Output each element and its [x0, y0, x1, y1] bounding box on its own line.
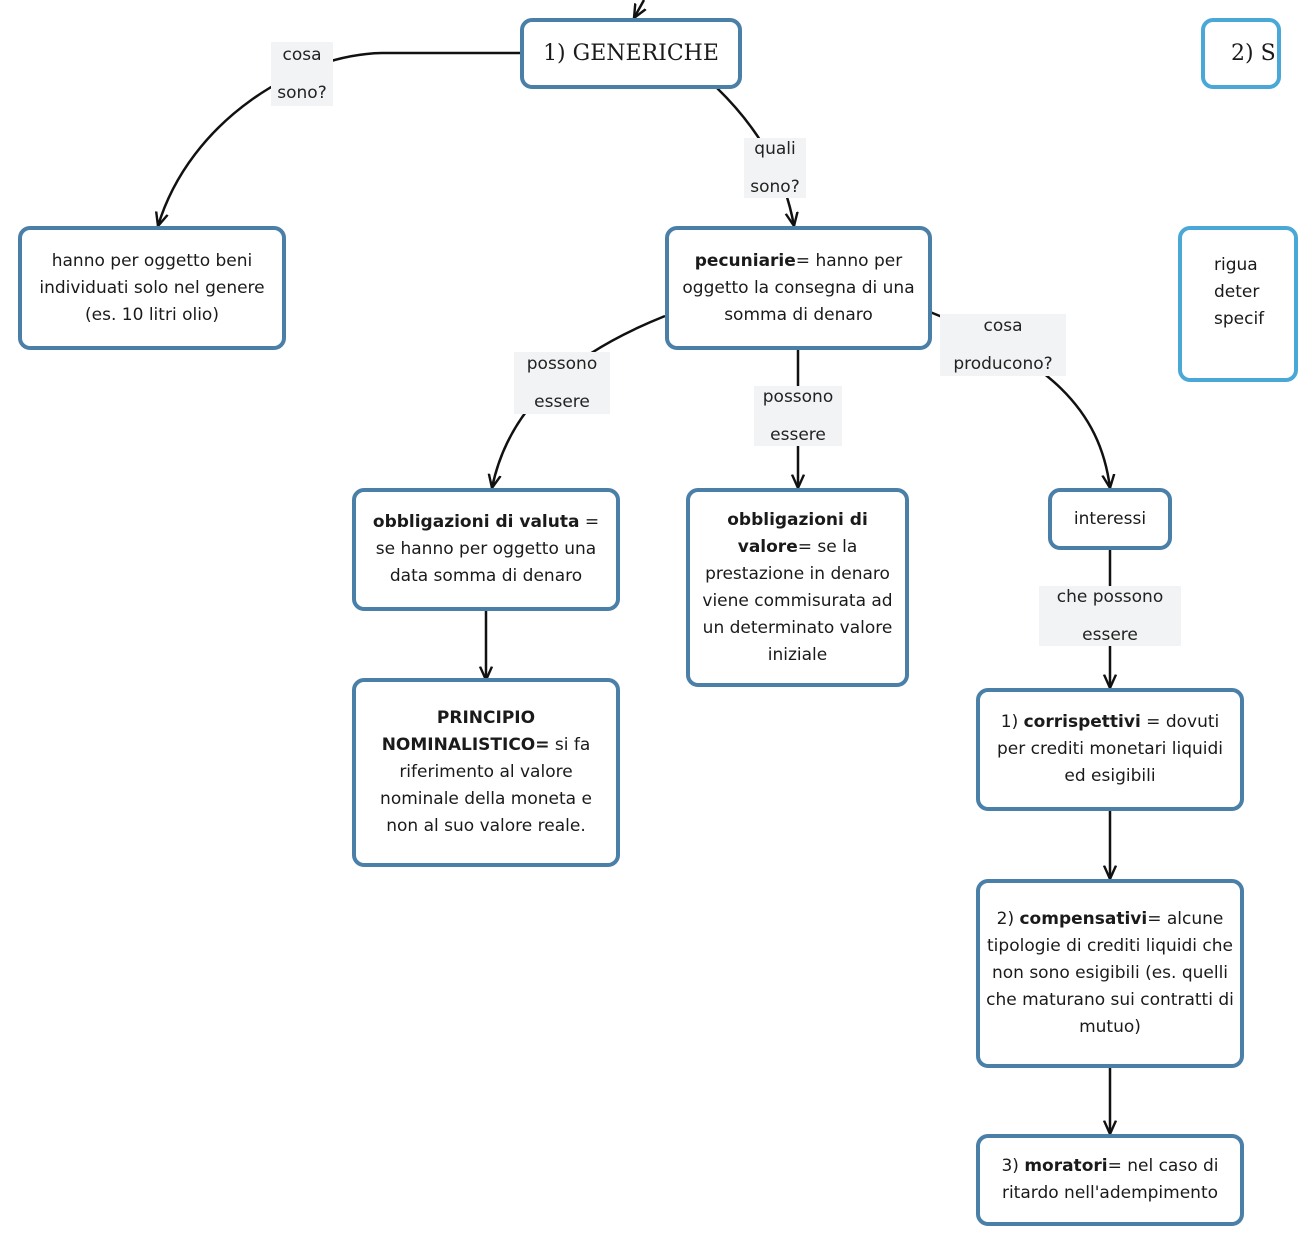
node-text: 2) S	[1231, 41, 1276, 66]
node-rest: = se la prestazione in denaro viene comm…	[702, 536, 893, 665]
node-text: 2) compensativi= alcune tipologie di cre…	[986, 906, 1234, 1041]
node-bold: obbligazioni di valore	[727, 509, 868, 557]
node-clipped-right[interactable]: rigua deter specif	[1178, 226, 1298, 382]
label-line: cosa	[983, 316, 1023, 336]
node-rest: = nel caso di ritardo nell'adempimento	[1001, 1156, 1219, 1203]
node-obbligazioni-valuta[interactable]: obbligazioni di valuta = se hanno per og…	[352, 488, 620, 611]
edge-incoming-generiche	[634, 0, 644, 18]
node-genere-description[interactable]: hanno per oggetto beni individuati solo …	[18, 226, 286, 350]
label-line: essere	[534, 392, 590, 412]
node-bold: pecuniarie	[694, 250, 796, 271]
node-text: obbligazioni di valore= se la prestazion…	[696, 507, 899, 669]
node-corrispettivi[interactable]: 1) corrispettivi = dovuti per crediti mo…	[976, 688, 1244, 811]
node-text: rigua deter specif	[1214, 252, 1264, 333]
node-bold: moratori	[1024, 1156, 1108, 1176]
node-principio-nominalistico[interactable]: PRINCIPIO NOMINALISTICO= si fa riferimen…	[352, 678, 620, 867]
node-text: pecuniarie= hanno per oggetto la consegn…	[675, 248, 922, 329]
node-obbligazioni-valore[interactable]: obbligazioni di valore= se la prestazion…	[686, 488, 909, 687]
label-cosa-sono: cosa sono?	[271, 42, 333, 106]
node-text: 1) GENERICHE	[543, 41, 719, 66]
label-line: producono?	[953, 354, 1053, 374]
node-text: PRINCIPIO NOMINALISTICO= si fa riferimen…	[362, 705, 610, 840]
node-bold: obbligazioni di valuta	[372, 512, 580, 532]
node-line: rigua	[1214, 255, 1258, 275]
node-text: interessi	[1073, 508, 1147, 529]
node-compensativi[interactable]: 2) compensativi= alcune tipologie di cre…	[976, 879, 1244, 1068]
node-line: specif	[1214, 309, 1265, 329]
label-line: possono	[526, 354, 598, 374]
node-line: deter	[1214, 282, 1260, 302]
label-line: quali	[754, 139, 796, 159]
label-cosa-producono: cosa producono?	[940, 314, 1066, 376]
label-line: essere	[1082, 625, 1138, 645]
label-line: essere	[770, 425, 826, 445]
node-rest: = alcune tipologie di crediti liquidi ch…	[986, 909, 1234, 1037]
node-rest: = dovuti per crediti monetari liquidi ed…	[996, 712, 1223, 786]
node-bold: compensativi	[1019, 909, 1148, 929]
node-bold: PRINCIPIO NOMINALISTICO=	[381, 708, 550, 755]
node-prefix: 3)	[1001, 1156, 1025, 1176]
node-specifiche[interactable]: 2) S	[1201, 18, 1281, 89]
node-pecuniarie[interactable]: pecuniarie= hanno per oggetto la consegn…	[665, 226, 932, 350]
node-interessi[interactable]: interessi	[1048, 488, 1172, 550]
node-text: 3) moratori= nel caso di ritardo nell'ad…	[986, 1153, 1234, 1207]
node-text: obbligazioni di valuta = se hanno per og…	[362, 509, 610, 590]
node-moratori[interactable]: 3) moratori= nel caso di ritardo nell'ad…	[976, 1134, 1244, 1226]
node-prefix: 2)	[996, 909, 1020, 929]
label-line: sono?	[750, 177, 800, 197]
label-quali-sono: quali sono?	[744, 138, 806, 198]
node-generiche[interactable]: 1) GENERICHE	[520, 18, 742, 89]
edge-generiche-genere	[158, 51, 520, 226]
label-line: possono	[762, 387, 834, 407]
label-line: sono?	[277, 83, 327, 103]
node-rest: si fa riferimento al valore nominale del…	[380, 735, 592, 836]
label-line: che possono	[1056, 587, 1164, 607]
node-bold: corrispettivi	[1023, 712, 1141, 732]
node-rest: = hanno per oggetto la consegna di una s…	[682, 250, 915, 325]
node-text: hanno per oggetto beni individuati solo …	[39, 250, 265, 325]
label-line: cosa	[282, 45, 322, 65]
label-possono-essere-left: possono essere	[514, 352, 610, 414]
label-possono-essere-mid: possono essere	[754, 386, 842, 446]
label-che-possono-essere: che possono essere	[1039, 586, 1181, 646]
node-prefix: 1)	[1000, 712, 1024, 732]
node-text: 1) corrispettivi = dovuti per crediti mo…	[986, 709, 1234, 790]
node-rest: = se hanno per oggetto una data somma di…	[375, 512, 600, 586]
